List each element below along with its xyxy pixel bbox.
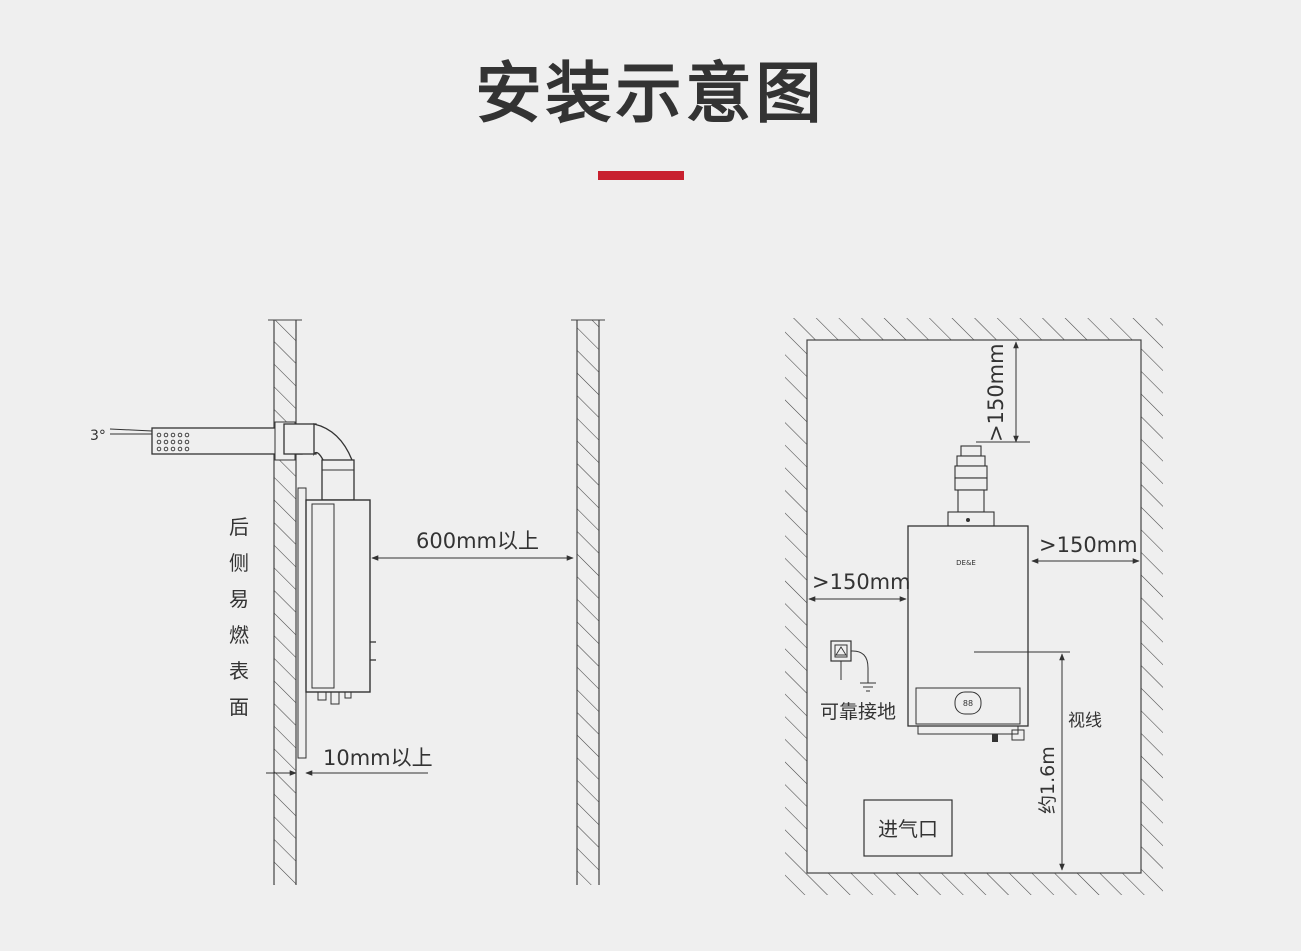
side-combustible-label: 后 侧 易 燃 表 面 [229,515,249,719]
angle-label: 3° [90,428,106,444]
ground-label: 可靠接地 [820,701,896,723]
display-readout: 88 [963,699,973,708]
distance-label: 600mm以上 [416,529,539,553]
gap-label: 10mm以上 [323,746,433,770]
air-inlet-label: 进气口 [878,817,938,841]
brand-logo: DE&E [956,559,976,567]
flue-pipe [109,421,355,501]
left-clearance-label: >150mm [812,570,911,594]
right-clearance-dimension: >150mm [1031,533,1140,564]
title-underline [598,171,684,180]
water-heater-side [297,487,376,759]
side-view-diagram: 3° 600mm以上 10mm以上 后 侧 易 [90,319,605,885]
grounded-outlet [830,640,876,692]
side-label-char: 后 [229,515,249,539]
room-walls [785,318,1163,895]
side-label-char: 侧 [229,551,249,575]
side-label-char: 燃 [229,623,249,647]
clearance-600-dimension: 600mm以上 [371,529,574,561]
right-wall [571,319,605,885]
sightline-label: 视线 [1068,711,1102,731]
page-title: 安装示意图 [475,55,826,132]
air-inlet: 进气口 [863,799,953,857]
side-label-char: 面 [229,695,249,719]
left-clearance-dimension: >150mm [808,570,911,602]
gap-10-dimension: 10mm以上 [266,746,433,776]
side-label-char: 易 [229,587,249,611]
height-label: 约1.6m [1037,746,1059,814]
top-clearance-dimension: >150mm [976,341,1030,443]
top-clearance-label: >150mm [984,343,1008,442]
left-wall [268,319,302,885]
flue-top [947,445,995,527]
water-heater-front: DE&E 88 [907,525,1029,742]
front-view-diagram: DE&E 88 >150mm >150mm >150mm [785,318,1163,895]
side-label-char: 表 [229,659,249,683]
height-dimension: 视线 约1.6m [974,651,1102,871]
right-clearance-label: >150mm [1039,533,1138,557]
